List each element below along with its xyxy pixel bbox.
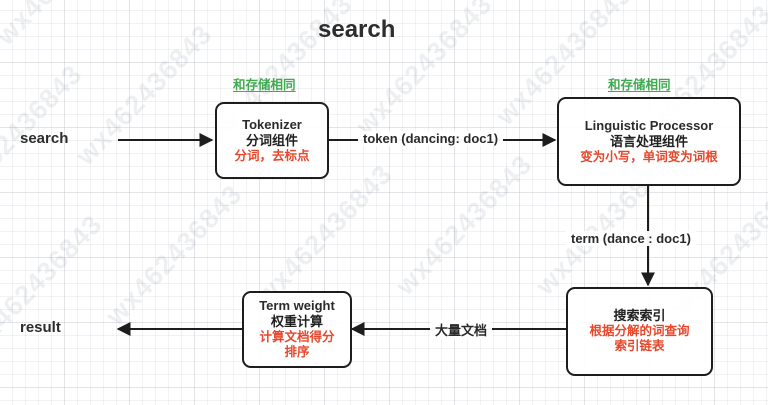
node-search-index[interactable]: 搜索索引 根据分解的词查询 索引链表 — [566, 287, 713, 376]
node-term-weight-note-1: 计算文档得分 — [259, 330, 335, 345]
node-linguistic-processor[interactable]: Linguistic Processor 语言处理组件 变为小写，单词变为词根 — [557, 97, 741, 186]
edge-label-documents: 大量文档 — [430, 320, 493, 339]
page-title: search — [318, 16, 396, 43]
linguistic-processor-note: 和存储相同 — [608, 78, 671, 92]
tokenizer-note: 和存储相同 — [233, 78, 296, 92]
node-tokenizer[interactable]: Tokenizer 分词组件 分词，去标点 — [215, 102, 329, 179]
node-search-index-note-1: 根据分解的词查询 — [589, 324, 690, 339]
node-search-index-title: 搜索索引 — [613, 308, 666, 324]
node-tokenizer-note: 分词，去标点 — [234, 148, 310, 163]
result-output-label: result — [20, 319, 61, 336]
node-tokenizer-title: Tokenizer — [242, 117, 302, 133]
node-term-weight-subtitle: 权重计算 — [270, 314, 323, 330]
node-linguistic-processor-title: Linguistic Processor — [584, 118, 714, 134]
node-linguistic-processor-note: 变为小写，单词变为词根 — [580, 149, 718, 164]
node-tokenizer-subtitle: 分词组件 — [245, 132, 298, 148]
node-linguistic-processor-subtitle: 语言处理组件 — [609, 133, 688, 149]
node-term-weight-note-2: 排序 — [284, 345, 310, 360]
node-term-weight-title: Term weight — [259, 298, 335, 314]
edge-label-token: token (dancing: doc1) — [358, 131, 504, 146]
edge-label-term: term (dance : doc1) — [566, 231, 696, 246]
node-term-weight[interactable]: Term weight 权重计算 计算文档得分 排序 — [242, 291, 352, 368]
search-input-label: search — [20, 130, 69, 147]
node-search-index-note-2: 索引链表 — [614, 339, 665, 354]
